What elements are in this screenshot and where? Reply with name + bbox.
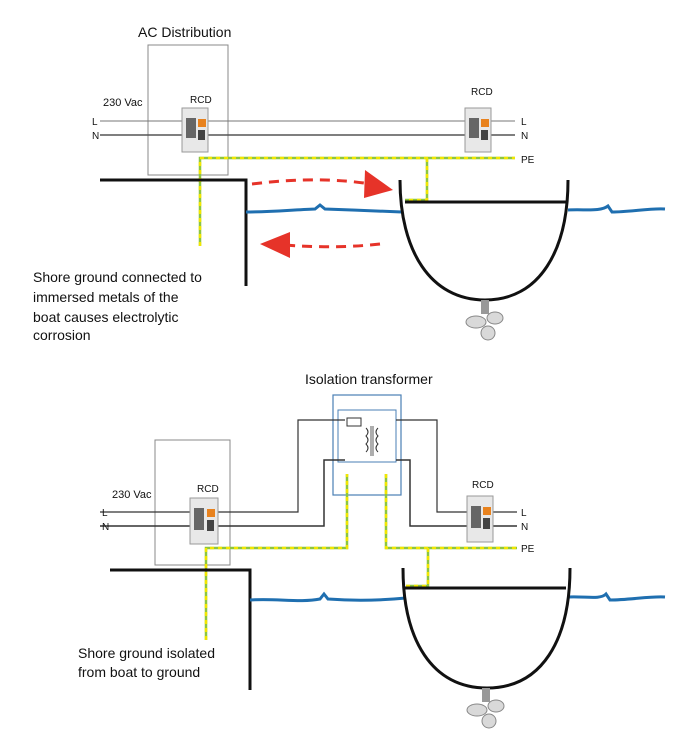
bottom-caption-line-2: from boat to ground	[78, 664, 200, 680]
top-caption-line-4: corrosion	[33, 327, 91, 343]
top-current-arrow-right	[251, 170, 393, 198]
top-n-right-label: N	[521, 131, 528, 142]
bottom-l-left-label: L	[102, 508, 108, 519]
top-pe-ground-wire	[198, 156, 515, 246]
top-water-left	[245, 203, 403, 214]
top-caption: Shore ground connected to immersed metal…	[33, 269, 206, 343]
top-l-right-label: L	[521, 117, 527, 128]
bottom-rcd-right-label: RCD	[472, 480, 494, 491]
bottom-propeller-icon	[466, 699, 505, 729]
bottom-rcd-left-label: RCD	[197, 484, 219, 495]
transformer	[332, 394, 402, 496]
top-voltage-label: 230 Vac	[103, 97, 143, 109]
bottom-title: Isolation transformer	[305, 371, 433, 387]
bottom-n-left-label: N	[102, 522, 109, 533]
top-rcd-right-label: RCD	[471, 87, 493, 98]
rcd-left-device	[181, 107, 209, 153]
top-pe-label: PE	[521, 155, 535, 166]
bottom-caption: Shore ground isolated from boat to groun…	[78, 645, 219, 680]
bottom-boat	[401, 567, 572, 729]
bottom-caption-line-1: Shore ground isolated	[78, 645, 215, 661]
bottom-dock	[110, 568, 252, 690]
top-boat	[398, 179, 570, 341]
top-title: AC Distribution	[138, 24, 231, 40]
bottom-rcd-right-device	[466, 495, 494, 543]
top-caption-line-1: Shore ground connected to	[33, 269, 202, 285]
transformer-fuse-icon	[346, 417, 362, 427]
top-current-arrow-left	[260, 232, 381, 258]
transformer-coil-icon	[365, 426, 379, 456]
top-l-left-label: L	[92, 117, 98, 128]
bottom-rcd-left-device	[189, 497, 219, 545]
top-propeller-icon	[465, 311, 504, 341]
bottom-diagram: Isolation transformer 230 Vac L N L N PE	[78, 371, 666, 729]
bottom-n-right-label: N	[521, 522, 528, 533]
bottom-boat-pe-wire	[384, 474, 517, 588]
bottom-l-right-label: L	[521, 508, 527, 519]
bottom-voltage-label: 230 Vac	[112, 489, 152, 501]
top-dock	[100, 178, 248, 286]
bottom-secondary-line-wire	[396, 419, 517, 513]
top-water-right	[567, 203, 666, 214]
top-diagram: AC Distribution 230 Vac L N L N PE RCD R…	[33, 24, 666, 343]
rcd-right-device	[464, 107, 492, 153]
top-rcd-left-label: RCD	[190, 95, 212, 106]
bottom-pe-label: PE	[521, 544, 535, 555]
top-caption-line-2: immersed metals of the	[33, 289, 179, 305]
bottom-water-right	[567, 591, 666, 602]
top-n-left-label: N	[92, 131, 99, 142]
bottom-shore-pe-wire	[204, 474, 349, 640]
bottom-water-left	[249, 591, 407, 603]
bottom-secondary-neutral-wire	[396, 459, 517, 527]
top-caption-line-3: boat causes electrolytic	[33, 309, 179, 325]
